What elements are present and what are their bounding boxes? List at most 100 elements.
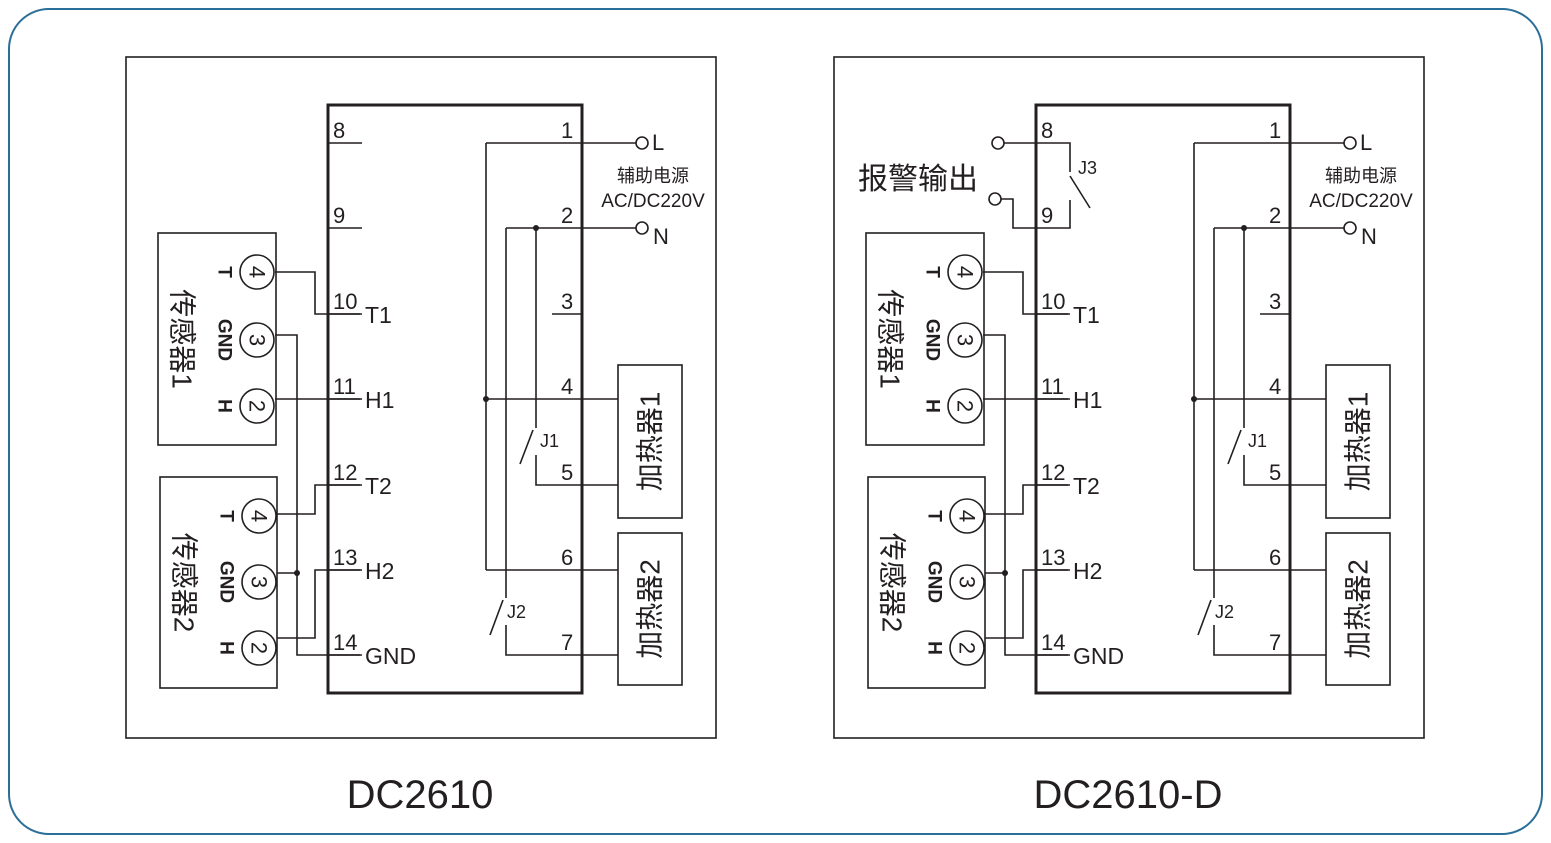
outer-frame: [8, 8, 1543, 835]
wire-t1: [983, 271, 1068, 315]
junction-dot: [483, 396, 489, 402]
relay-j1-label: J1: [1248, 431, 1267, 451]
terminal-number-14: 14: [1041, 630, 1065, 655]
terminal-number-2: 2: [1269, 203, 1281, 228]
pin-label: H: [214, 399, 235, 413]
sensor-box: [867, 476, 986, 689]
diagram-dc2610-d: 8910T111H112T213H214GND1234567LN辅助电源AC/D…: [833, 56, 1425, 817]
pin-number: 2: [247, 642, 272, 654]
sensor-box: [865, 232, 985, 446]
heater-1-label: 加热器1: [635, 392, 666, 492]
pin-number: 4: [247, 510, 272, 522]
sensor-name: 传感器1: [167, 289, 198, 389]
sensor-box: [157, 232, 277, 446]
relay-j2-label: J2: [507, 602, 526, 622]
terminal-number-5: 5: [561, 460, 573, 485]
heater-2-label: 加热器2: [635, 559, 666, 659]
terminal-number-5: 5: [1269, 460, 1281, 485]
pin-label: T: [922, 266, 943, 278]
terminal-number-1: 1: [561, 118, 573, 143]
sensor-name: 传感器2: [169, 533, 200, 633]
pin-label: H: [922, 399, 943, 413]
pin-label: T: [214, 266, 235, 278]
pin-label: GND: [216, 561, 237, 603]
terminal-number-10: 10: [333, 289, 357, 314]
pin-number: 3: [245, 334, 270, 346]
terminal-number-14: 14: [333, 630, 357, 655]
heater-1-label: 加热器1: [1343, 392, 1374, 492]
relay-j3-contact: [1069, 175, 1091, 209]
terminal-label-h2: H2: [365, 558, 394, 584]
terminal-number-13: 13: [333, 545, 357, 570]
pin-number: 2: [245, 400, 270, 412]
sensor-name: 传感器2: [877, 533, 908, 633]
power-spec: AC/DC220V: [1309, 191, 1413, 212]
relay-j1-label: J1: [540, 431, 559, 451]
pin-circle: [239, 388, 275, 424]
relay-j3-label: J3: [1078, 158, 1097, 178]
heater-2-box: [1325, 532, 1391, 686]
terminal-number-1: 1: [1269, 118, 1281, 143]
pin-circle: [241, 630, 277, 666]
terminal-number-7: 7: [1269, 630, 1281, 655]
pin-number: 2: [955, 642, 980, 654]
pin-number: 4: [245, 266, 270, 278]
pin-label: GND: [214, 319, 235, 361]
pin-circle: [949, 564, 985, 600]
pin-circle: [241, 498, 277, 534]
junction-dot: [1191, 396, 1197, 402]
sensor-1: 传感器1 4T 3 GND 2H: [157, 232, 277, 446]
pin-circle: [241, 564, 277, 600]
terminal-label-gnd: GND: [1073, 643, 1124, 669]
wire-h2: [985, 569, 1068, 639]
power-l-label: L: [652, 130, 664, 155]
wire-heater1-b: [535, 455, 618, 486]
pin-circle: [947, 388, 983, 424]
terminal-label-h2: H2: [1073, 558, 1102, 584]
terminal-number-3: 3: [1269, 289, 1281, 314]
diagram-border: [125, 56, 717, 739]
terminal-number-11: 11: [1041, 374, 1064, 399]
pin-circle: [949, 498, 985, 534]
heater-2-box: [617, 532, 683, 686]
power-l-label: L: [1360, 130, 1372, 155]
pin-label: H: [216, 641, 237, 655]
model-caption: DC2610: [347, 773, 494, 817]
relay-j2-contact: [1197, 599, 1212, 636]
wire-alarm-1: [1004, 142, 1071, 172]
heater-1-box: [1325, 364, 1391, 519]
pin-number: 3: [247, 576, 272, 588]
terminal-circle-n: [635, 221, 649, 235]
model-caption: DC2610-D: [1034, 773, 1223, 817]
pin-label: GND: [922, 319, 943, 361]
pin-number: 4: [955, 510, 980, 522]
terminal-number-4: 4: [561, 374, 573, 399]
wire-gnd: [983, 334, 1068, 656]
terminal-number-8: 8: [1041, 118, 1053, 143]
power-title: 辅助电源: [617, 166, 689, 186]
terminal-label-t2: T2: [365, 473, 392, 499]
terminal-number-9: 9: [333, 203, 345, 228]
terminal-number-4: 4: [1269, 374, 1281, 399]
wire-heater2-b: [505, 625, 618, 656]
terminal-number-6: 6: [1269, 545, 1281, 570]
power-title: 辅助电源: [1325, 166, 1397, 186]
wire-heater2-b: [1213, 625, 1326, 656]
alarm-terminal-1: [991, 136, 1005, 150]
terminal-label-gnd: GND: [365, 643, 416, 669]
pin-circle: [947, 322, 983, 358]
pin-circle: [949, 630, 985, 666]
terminal-number-12: 12: [1041, 460, 1065, 485]
pin-number: 4: [953, 266, 978, 278]
pin-circle: [239, 322, 275, 358]
pin-label: T: [216, 510, 237, 522]
pin-circle: [947, 254, 983, 290]
terminal-circle-n: [1343, 221, 1357, 235]
terminal-number-7: 7: [561, 630, 573, 655]
pin-label: H: [924, 641, 945, 655]
terminal-label-t2: T2: [1073, 473, 1100, 499]
terminal-number-10: 10: [1041, 289, 1065, 314]
diagram-dc2610: 8910T111H112T213H214GND1234567LN辅助电源AC/D…: [125, 56, 717, 817]
